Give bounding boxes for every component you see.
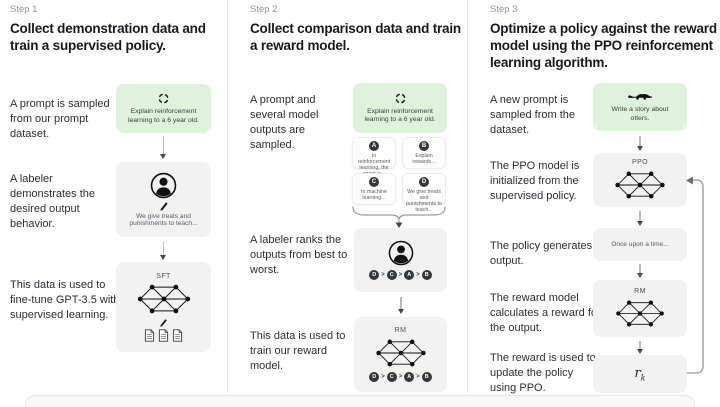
down-arrow [639, 211, 641, 221]
output-box-c: C In machine learning... [352, 173, 396, 205]
step3-caption-update: The reward is used to update the policy … [490, 352, 596, 394]
rank-separator: > [416, 272, 420, 278]
column-divider [227, 0, 228, 407]
step1-demonstration-text: We give treats and punishments to teach.… [129, 212, 198, 228]
labeler-icon [150, 172, 177, 199]
output-letter-d: D [419, 177, 429, 187]
step3-caption-generates: The policy generates an output. [490, 240, 608, 267]
sft-label: SFT [156, 272, 171, 280]
brace-arrow [352, 206, 446, 228]
ranking-row: D > C > A > B [369, 372, 432, 382]
step1-prompt-text: Explain reinforcement learning to a 6 ye… [127, 108, 200, 124]
rank-item: A [404, 270, 415, 280]
step2-caption-ranks: A labeler ranks the outputs from best to… [250, 234, 348, 276]
step2-prompt-box: Explain reinforcement learning to a 6 ye… [353, 83, 447, 133]
rank-item: B [421, 372, 432, 382]
step3-rm-box: RM [593, 280, 687, 337]
step2-rm-box: RM D > C > A > B [354, 317, 447, 392]
step1-prompt-box: Explain reinforcement learning to a 6 ye… [116, 84, 211, 133]
down-arrow [400, 297, 402, 309]
step3-caption-init: The PPO model is initialized from the su… [490, 160, 580, 202]
output-letter-c: C [369, 177, 379, 187]
rank-item: D [369, 270, 380, 280]
step2-labeler-box: D > C > A > B [354, 228, 447, 292]
output-text-b: Explain rewards... [412, 153, 436, 165]
documents-icon [144, 329, 183, 342]
step2-title: Collect comparison data and train a rewa… [250, 21, 461, 53]
rank-separator: > [381, 374, 385, 380]
output-box-d: D We give treats and punishments to teac… [402, 173, 446, 213]
step3-title: Optimize a policy against the reward mod… [490, 21, 717, 70]
step1-sft-box: SFT [116, 262, 211, 352]
step1-labeler-box: We give treats and punishments to teach.… [116, 162, 211, 237]
column-divider [467, 0, 468, 407]
rank-item: A [404, 372, 415, 382]
reward-symbol: rk [634, 365, 646, 383]
pencil-icon [159, 318, 168, 327]
step1-title: Collect demonstration data and train a s… [10, 21, 206, 53]
step3-ppo-box: PPO [593, 153, 687, 207]
down-arrow [639, 136, 641, 146]
step3-caption-new-prompt: A new prompt is sampled from the dataset… [490, 94, 575, 136]
down-arrow [162, 137, 165, 154]
down-arrow [639, 341, 641, 349]
neural-net-icon [374, 337, 428, 369]
rank-item: B [421, 270, 432, 280]
generated-output-text: Once upon a time... [611, 241, 669, 248]
down-arrow [162, 242, 165, 255]
step1-caption-labeler: A labeler demonstrates the desired outpu… [10, 173, 95, 230]
down-arrow [639, 264, 641, 273]
rank-item: C [386, 372, 397, 382]
step1-caption-prompt: A prompt is sampled from our prompt data… [10, 98, 110, 140]
step3-prompt-box: Write a story about otters. [593, 83, 687, 131]
next-section-edge [25, 395, 695, 407]
step1-caption-finetune: This data is used to fine-tune GPT-3.5 w… [10, 279, 120, 321]
step2-caption-train: This data is used to train our reward mo… [250, 330, 346, 372]
rank-separator: > [398, 272, 403, 278]
step2-prompt-text: Explain reinforcement learning to a 6 ye… [364, 107, 436, 124]
step3-reward-box: rk [593, 355, 687, 393]
pencil-icon [159, 201, 169, 211]
rank-separator: > [398, 374, 403, 380]
output-letter-a: A [369, 141, 379, 151]
rm-label: RM [634, 288, 646, 295]
step2-caption-sampled: A prompt and several model outputs are s… [250, 94, 319, 151]
rank-separator: > [416, 374, 420, 380]
output-text-c: In machine learning... [361, 189, 387, 201]
otter-icon [627, 91, 653, 103]
step3-output-box: Once upon a time... [593, 228, 687, 261]
output-box-b: B Explain rewards... [402, 137, 446, 169]
labeler-icon [388, 240, 414, 266]
cycle-icon [394, 92, 407, 105]
neural-net-icon [136, 282, 192, 316]
output-letter-b: B [419, 141, 429, 151]
rm-label: RM [394, 327, 407, 334]
step3-prompt-text: Write a story about otters. [611, 106, 669, 122]
step2-label: Step 2 [250, 4, 278, 15]
output-text-d: We give treats and punishments to teach.… [406, 189, 442, 213]
rank-item: C [386, 270, 397, 280]
ppo-label: PPO [632, 159, 648, 166]
neural-net-icon [614, 298, 666, 329]
step3-caption-calculates: The reward model calculates a reward for… [490, 292, 601, 334]
step1-label: Step 1 [10, 4, 38, 15]
rank-item: D [369, 372, 380, 382]
neural-net-icon [613, 169, 667, 201]
step3-label: Step 3 [490, 4, 518, 15]
cycle-icon [157, 92, 170, 105]
output-box-a: A In reinforcement learning, the agent i… [352, 137, 396, 177]
rank-separator: > [381, 272, 385, 278]
ranking-row: D > C > A > B [369, 270, 432, 280]
